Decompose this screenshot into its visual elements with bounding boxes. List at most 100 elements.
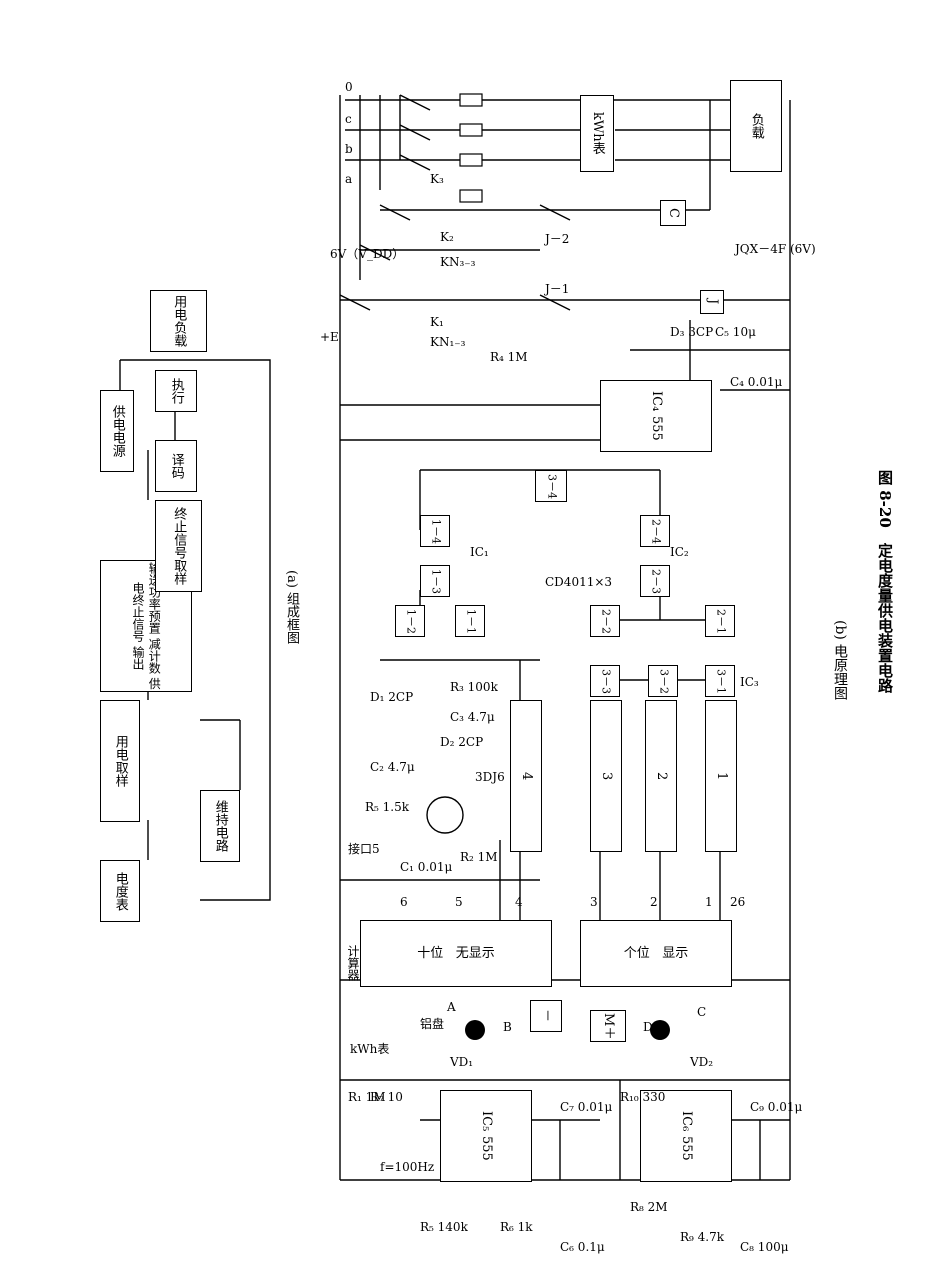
gate-3-3: 3－3 [590, 665, 620, 697]
pin-6: 6 [400, 895, 408, 909]
ic5-label: IC₅ [478, 1111, 494, 1132]
r7-label: R₇ 10 [370, 1090, 403, 1104]
block-meter: 电度表 [100, 860, 140, 922]
d3-label: D₃ 3CP [670, 325, 714, 339]
counter-ones-box: 个位 显示 [580, 920, 732, 987]
ic5-box: IC₅ 555 [440, 1090, 532, 1182]
block-stop-label: 终止信号取样 [171, 507, 187, 585]
ic4-label: IC₄ [648, 391, 664, 412]
block-power: 供电电源 [100, 390, 134, 472]
ic1-label: IC₁ [470, 545, 489, 559]
interface-label: 接口5 [348, 842, 380, 856]
pe-label: +E [320, 330, 339, 344]
kwh2-label: kWh表 [350, 1042, 390, 1056]
kwh-meter-label: kWh表 [589, 112, 605, 155]
r5b-label: R₅ 140k [420, 1220, 468, 1234]
ic3-label: IC₃ [740, 675, 759, 689]
c4-label: C₄ 0.01μ [730, 375, 783, 389]
load-label: 负载 [748, 113, 764, 139]
bit2-label: 2 [653, 771, 669, 781]
circle-d-label: D [643, 1020, 653, 1034]
ic6-type: 555 [678, 1135, 694, 1161]
gate-1-4: 1－4 [420, 515, 450, 547]
block-sample-label: 用电取样 [112, 735, 128, 787]
bit1-box: 1 [705, 700, 737, 852]
block-load-label: 用电负载 [171, 295, 187, 347]
contactor-box: C [660, 200, 686, 226]
k2-label: K₂ [440, 230, 454, 244]
phase-a: a [345, 172, 353, 186]
load-box: 负载 [730, 80, 782, 172]
block-sample: 用电取样 [100, 700, 140, 822]
gate-1-2-label: 1－2 [404, 608, 418, 634]
pin-4: 4 [515, 895, 523, 909]
block-decode: 译码 [155, 440, 197, 492]
ic5-type: 555 [478, 1135, 494, 1161]
circle-c-label: C [697, 1005, 707, 1019]
gate-3-2-label: 3－2 [657, 668, 671, 694]
relay-label: J [704, 299, 720, 305]
block-preset-label: 输送功率预置 减计数 供电终止信号 输出 [131, 562, 162, 690]
gate-1-4-label: 1－4 [429, 518, 443, 544]
gate-1-3: 1－3 [420, 565, 450, 597]
block-load: 用电负载 [150, 290, 207, 352]
gate-1-1: 1－1 [455, 605, 485, 637]
block-hold-label: 维持电路 [212, 800, 228, 852]
c1-label: C₁ 0.01μ [400, 860, 453, 874]
contactor-label: C [665, 208, 681, 218]
d2-label: D₂ 2CP [440, 735, 484, 749]
gate-3-1: 3－1 [705, 665, 735, 697]
pin-3: 3 [590, 895, 598, 909]
gate-3-4: 3－4 [535, 470, 567, 502]
d1-label: D₁ 2CP [370, 690, 414, 704]
c5-label: C₅ 10μ [715, 325, 756, 339]
relay-type-label: JQX－4F (6V) [735, 242, 816, 256]
minus-label: － [538, 1009, 554, 1023]
ic6-label: IC₆ [678, 1111, 694, 1132]
cd4011-label: CD4011×3 [545, 575, 613, 589]
c7-label: C₇ 0.01μ [560, 1100, 613, 1114]
gate-2-2: 2－2 [590, 605, 620, 637]
gate-1-1-label: 1－1 [464, 608, 478, 634]
gate-2-3: 2－3 [640, 565, 670, 597]
relay-box: J [700, 290, 724, 314]
phase-b: b [345, 142, 353, 156]
gate-1-2: 1－2 [395, 605, 425, 637]
gate-2-1: 2－1 [705, 605, 735, 637]
c2-label: C₂ 4.7μ [370, 760, 415, 774]
vd1-label: VD₁ [450, 1055, 474, 1069]
r3-label: R₃ 100k [450, 680, 498, 694]
gate-1-3-label: 1－3 [429, 568, 443, 594]
ic6-box: IC₆ 555 [640, 1090, 732, 1182]
ic4-box: IC₄ 555 [600, 380, 712, 452]
minus-button: － [530, 1000, 562, 1032]
gate-2-2-label: 2－2 [599, 608, 613, 634]
j1-label: J－1 [545, 282, 570, 296]
ic4-type: 555 [648, 415, 664, 441]
c3-label: C₃ 4.7μ [450, 710, 495, 724]
pin-26: 26 [730, 895, 746, 909]
t3dj6-label: 3DJ6 [475, 770, 505, 784]
subcaption-a: (a) 组成框图 [284, 570, 299, 645]
block-stop: 终止信号取样 [155, 500, 202, 592]
r4-label: R₄ 1M [490, 350, 528, 364]
block-meter-label: 电度表 [112, 871, 128, 911]
counter-title: 计算器 [346, 945, 360, 981]
kn3a-label: KN₃₋₃ [440, 255, 476, 269]
m-plus-label: M＋ [600, 1012, 616, 1040]
j2-label: J－2 [545, 232, 570, 246]
r10-label: R₁₀ 330 [620, 1090, 666, 1104]
r2-label: R₂ 1M [460, 850, 498, 864]
pin-1: 1 [705, 895, 713, 909]
bit3-label: 3 [598, 771, 614, 781]
block-exec: 执行 [155, 370, 197, 412]
bit4-box: 4 [510, 700, 542, 852]
gate-2-3-label: 2－3 [649, 568, 663, 594]
bit1-label: 1 [713, 771, 729, 781]
kwh-meter-box: kWh表 [580, 95, 614, 172]
bit4-label: 4 [518, 771, 534, 781]
circle-a-label: A [447, 1000, 456, 1014]
vd2-label: VD₂ [690, 1055, 714, 1069]
counter-ones-label: 个位 [623, 945, 650, 961]
